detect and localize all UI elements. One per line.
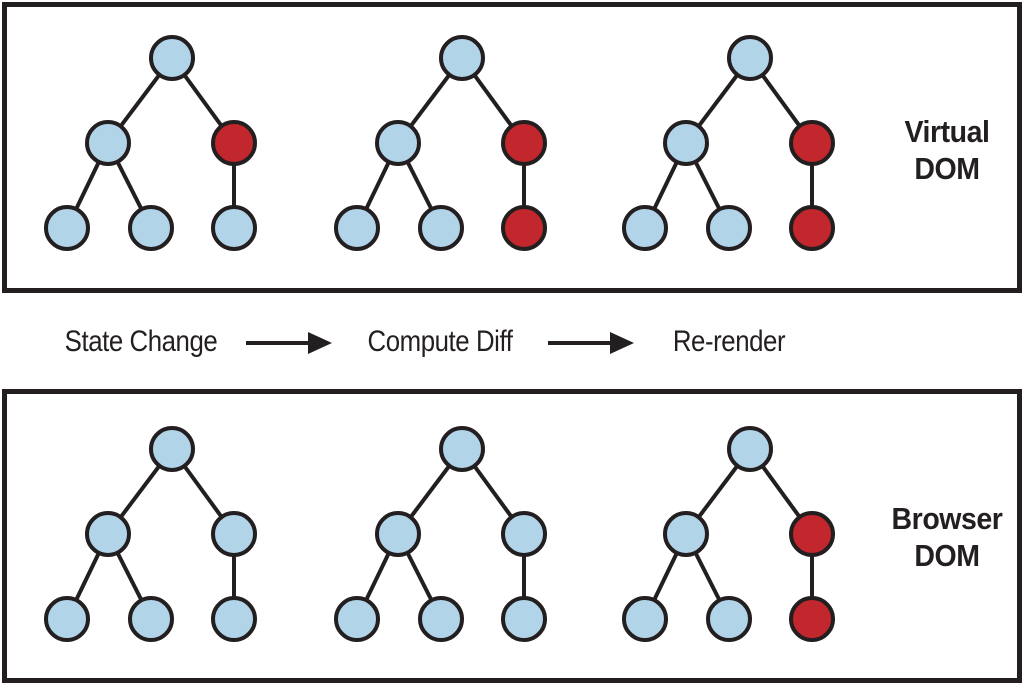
tree-node-red — [789, 120, 835, 166]
tree-node-blue — [375, 511, 421, 557]
tree-node-blue — [128, 596, 174, 642]
tree-node-blue — [439, 35, 485, 81]
tree-node-blue — [727, 426, 773, 472]
browser-dom-panel: Browser DOM — [2, 389, 1022, 683]
tree-node-red — [501, 205, 547, 251]
tree-node-blue — [706, 596, 752, 642]
tree-node-red — [789, 511, 835, 557]
tree-node-red — [501, 120, 547, 166]
tree-node-blue — [375, 120, 421, 166]
tree-node-blue — [501, 511, 547, 557]
tree-node-red — [789, 596, 835, 642]
tree-node-blue — [211, 596, 257, 642]
right-arrow-icon — [246, 332, 332, 354]
tree-node-blue — [211, 205, 257, 251]
browser-dom-label-line1: Browser — [891, 501, 1003, 536]
tree-node-blue — [44, 596, 90, 642]
tree-node-blue — [706, 205, 752, 251]
browser-dom-label-line2: DOM — [914, 538, 980, 573]
tree-node-blue — [727, 35, 773, 81]
tree-node-blue — [622, 205, 668, 251]
tree-node-blue — [663, 511, 709, 557]
tree-node-blue — [85, 120, 131, 166]
browser-dom-label: Browser DOM — [864, 500, 1024, 574]
right-arrow-icon — [548, 332, 634, 354]
virtual-dom-label-line1: Virtual — [904, 114, 990, 149]
tree-node-blue — [439, 426, 485, 472]
tree-node-blue — [418, 205, 464, 251]
tree-node-blue — [334, 205, 380, 251]
browser-dom-trees — [44, 426, 835, 642]
virtual-dom-panel: Virtual DOM — [2, 2, 1022, 293]
tree-node-blue — [334, 596, 380, 642]
virtual-dom-label-line2: DOM — [914, 151, 980, 186]
flow-step-state-change: State Change — [64, 325, 218, 358]
tree-node-red — [789, 205, 835, 251]
virtual-dom-trees — [44, 35, 835, 251]
virtual-dom-label: Virtual DOM — [864, 113, 1024, 187]
tree-node-blue — [663, 120, 709, 166]
tree-node-red — [211, 120, 257, 166]
tree-node-blue — [501, 596, 547, 642]
flow-band: State Change Compute Diff Re-render — [0, 293, 1024, 389]
flow-step-re-render: Re-render — [672, 325, 786, 358]
tree-node-blue — [418, 596, 464, 642]
tree-node-blue — [128, 205, 174, 251]
tree-node-blue — [211, 511, 257, 557]
tree-node-blue — [44, 205, 90, 251]
tree-node-blue — [149, 426, 195, 472]
flow-step-compute-diff: Compute Diff — [367, 325, 513, 358]
tree-node-blue — [149, 35, 195, 81]
tree-node-blue — [622, 596, 668, 642]
tree-node-blue — [85, 511, 131, 557]
